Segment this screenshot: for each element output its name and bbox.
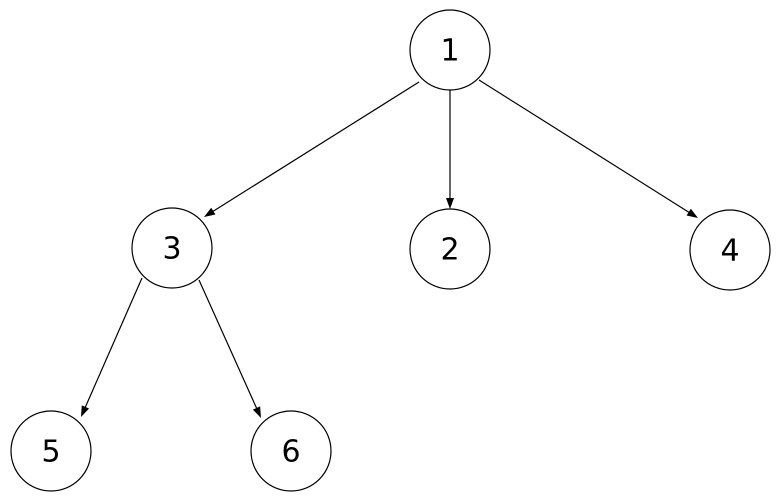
node-circle-1[interactable] <box>409 9 491 91</box>
graph-node-5[interactable]: 5 <box>10 410 92 492</box>
node-label-1: 1 <box>440 34 459 69</box>
arrow-head-icon-1-2 <box>446 198 454 209</box>
graph-edge <box>198 279 261 418</box>
graph-edge <box>204 81 420 217</box>
arrow-head-icon-1-4 <box>686 208 698 218</box>
edge-line-1-3 <box>210 81 420 213</box>
graph-node-2[interactable]: 2 <box>409 208 491 290</box>
graph-node-1[interactable]: 1 <box>409 9 491 91</box>
graph-node-4[interactable]: 4 <box>689 209 771 291</box>
graph-node-3[interactable]: 3 <box>131 207 213 289</box>
node-circle-2[interactable] <box>409 208 491 290</box>
node-label-4: 4 <box>720 234 739 269</box>
graph-edge <box>478 79 698 218</box>
arrow-head-icon-3-5 <box>81 405 90 417</box>
nodes-layer: 1 2 3 4 5 6 <box>10 9 771 492</box>
node-circle-3[interactable] <box>131 207 213 289</box>
graph-edge <box>446 90 454 209</box>
edge-line-1-4 <box>478 79 692 214</box>
node-label-2: 2 <box>440 233 459 268</box>
node-circle-5[interactable] <box>10 410 92 492</box>
graph-edge <box>81 277 143 417</box>
node-circle-4[interactable] <box>689 209 771 291</box>
node-circle-6[interactable] <box>250 410 332 492</box>
graph-node-6[interactable]: 6 <box>250 410 332 492</box>
node-label-6: 6 <box>281 435 300 470</box>
edge-line-3-6 <box>198 279 259 411</box>
edges-layer <box>81 79 698 418</box>
arrow-head-icon-3-6 <box>252 406 261 418</box>
edge-line-3-5 <box>83 277 143 410</box>
node-label-5: 5 <box>41 435 60 470</box>
node-label-3: 3 <box>162 232 181 267</box>
arrow-head-icon-1-3 <box>204 207 216 217</box>
